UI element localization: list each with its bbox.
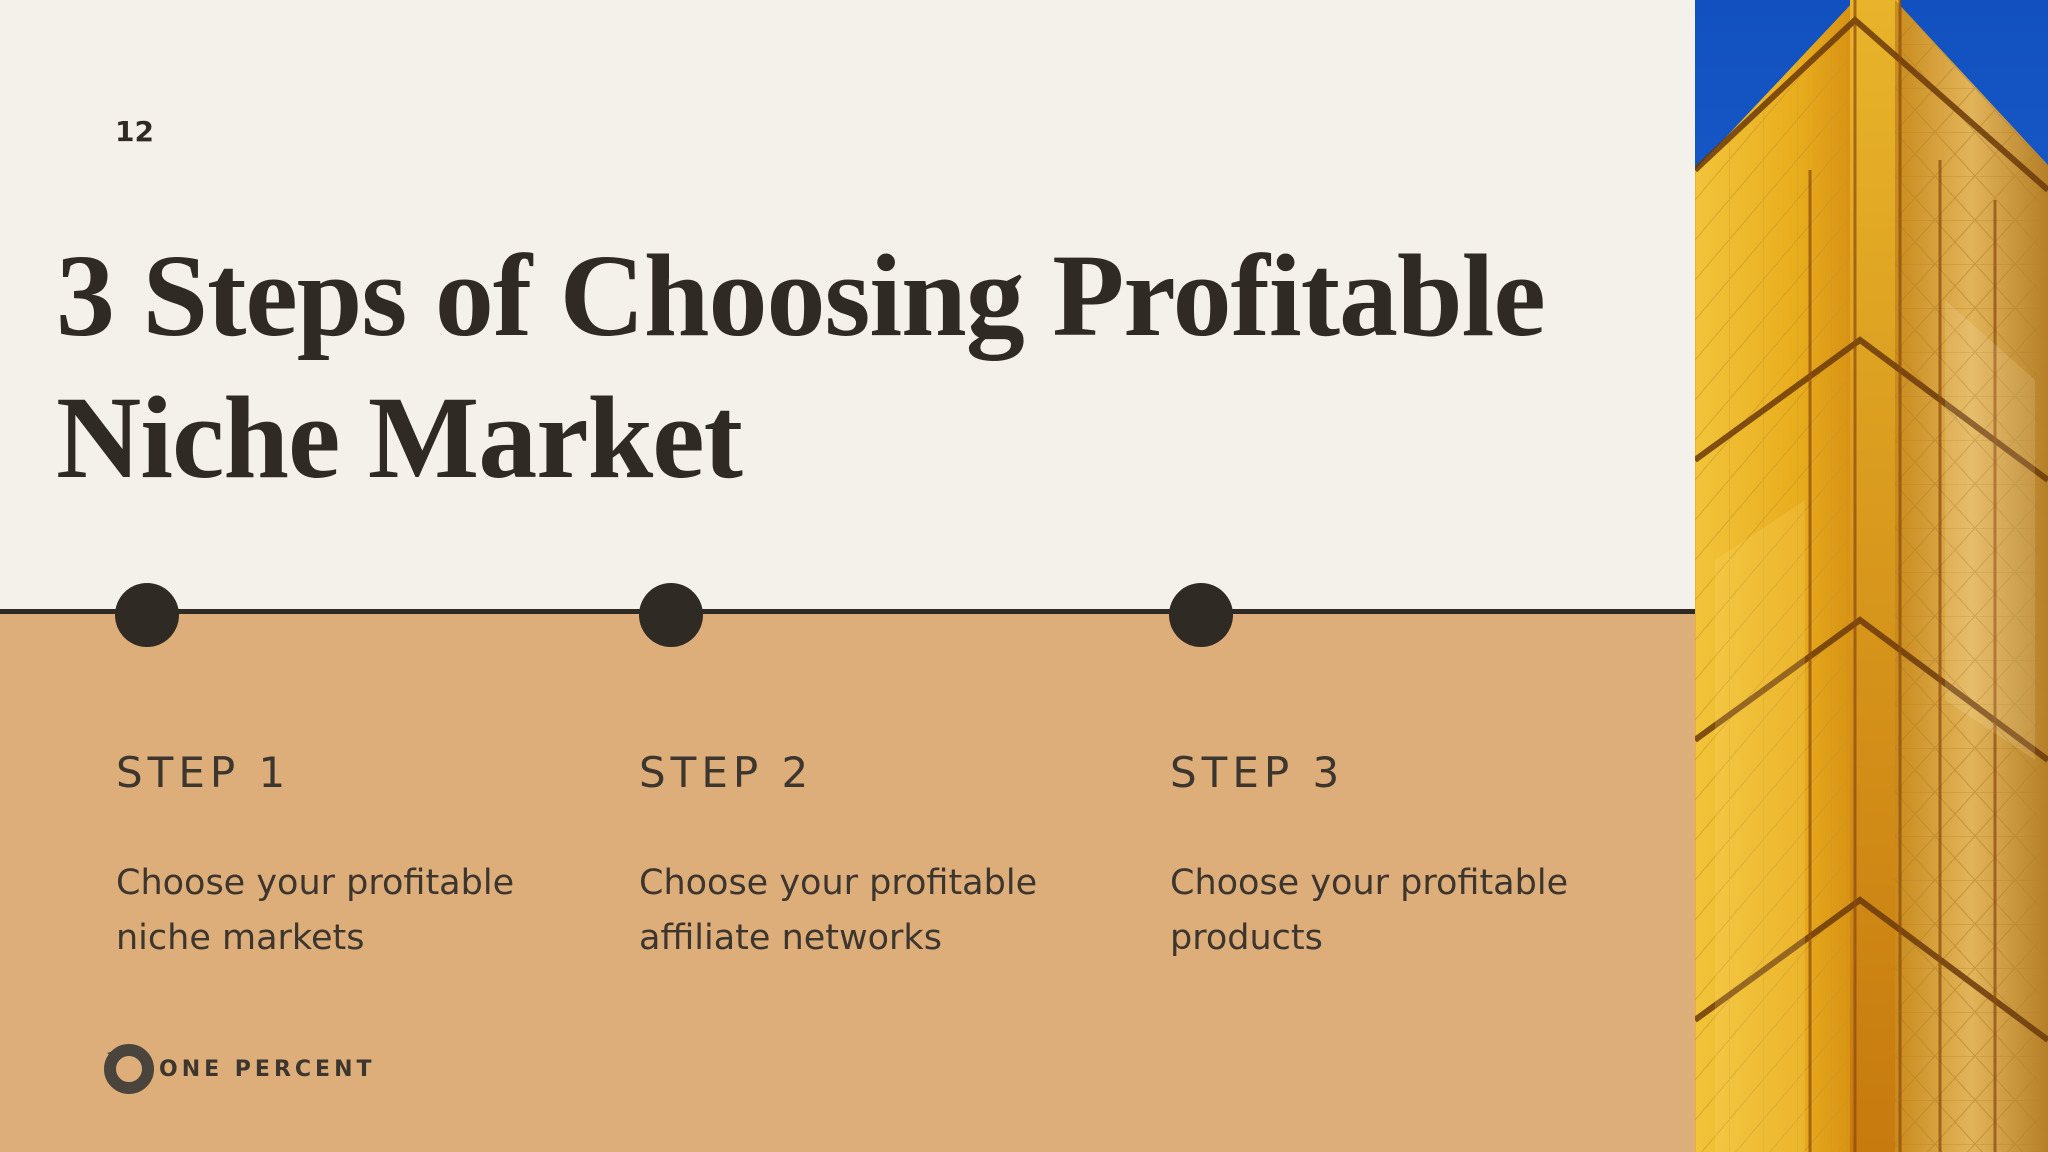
circle-logo-icon — [104, 1044, 154, 1094]
step-3-label: STEP 3 — [1170, 748, 1345, 797]
step-1-description: Choose your profitable niche markets — [116, 856, 576, 966]
step-1-label: STEP 1 — [116, 748, 291, 797]
timeline-dot-3 — [1169, 583, 1233, 647]
step-2-description-line-2: affiliate networks — [639, 918, 942, 958]
step-3-description-line-1: Choose your profitable — [1170, 863, 1569, 903]
slide-lower-background — [0, 612, 1697, 1152]
slide-title-line-2: Niche Market — [56, 372, 743, 503]
step-2-label: STEP 2 — [639, 748, 814, 797]
step-2-description: Choose your profitable affiliate network… — [639, 856, 1099, 966]
step-2-description-line-1: Choose your profitable — [639, 863, 1038, 903]
step-1-description-line-2: niche markets — [116, 918, 365, 958]
slide-title-line-1: 3 Steps of Choosing Profitable — [56, 230, 1546, 361]
page-number: 12 — [115, 115, 154, 148]
logo-text: ONE PERCENT — [159, 1056, 376, 1082]
slide-title: 3 Steps of Choosing Profitable Niche Mar… — [56, 225, 1656, 509]
building-photo — [1695, 0, 2048, 1152]
timeline-dot-2 — [639, 583, 703, 647]
timeline-dot-1 — [115, 583, 179, 647]
step-3-description-line-2: products — [1170, 918, 1323, 958]
gold-building-image — [1695, 0, 2048, 1152]
slide-upper-background — [0, 0, 1697, 612]
timeline-line — [0, 609, 1697, 614]
step-1-description-line-1: Choose your profitable — [116, 863, 515, 903]
logo: ONE PERCENT — [103, 1043, 376, 1095]
step-3-description: Choose your profitable products — [1170, 856, 1630, 966]
